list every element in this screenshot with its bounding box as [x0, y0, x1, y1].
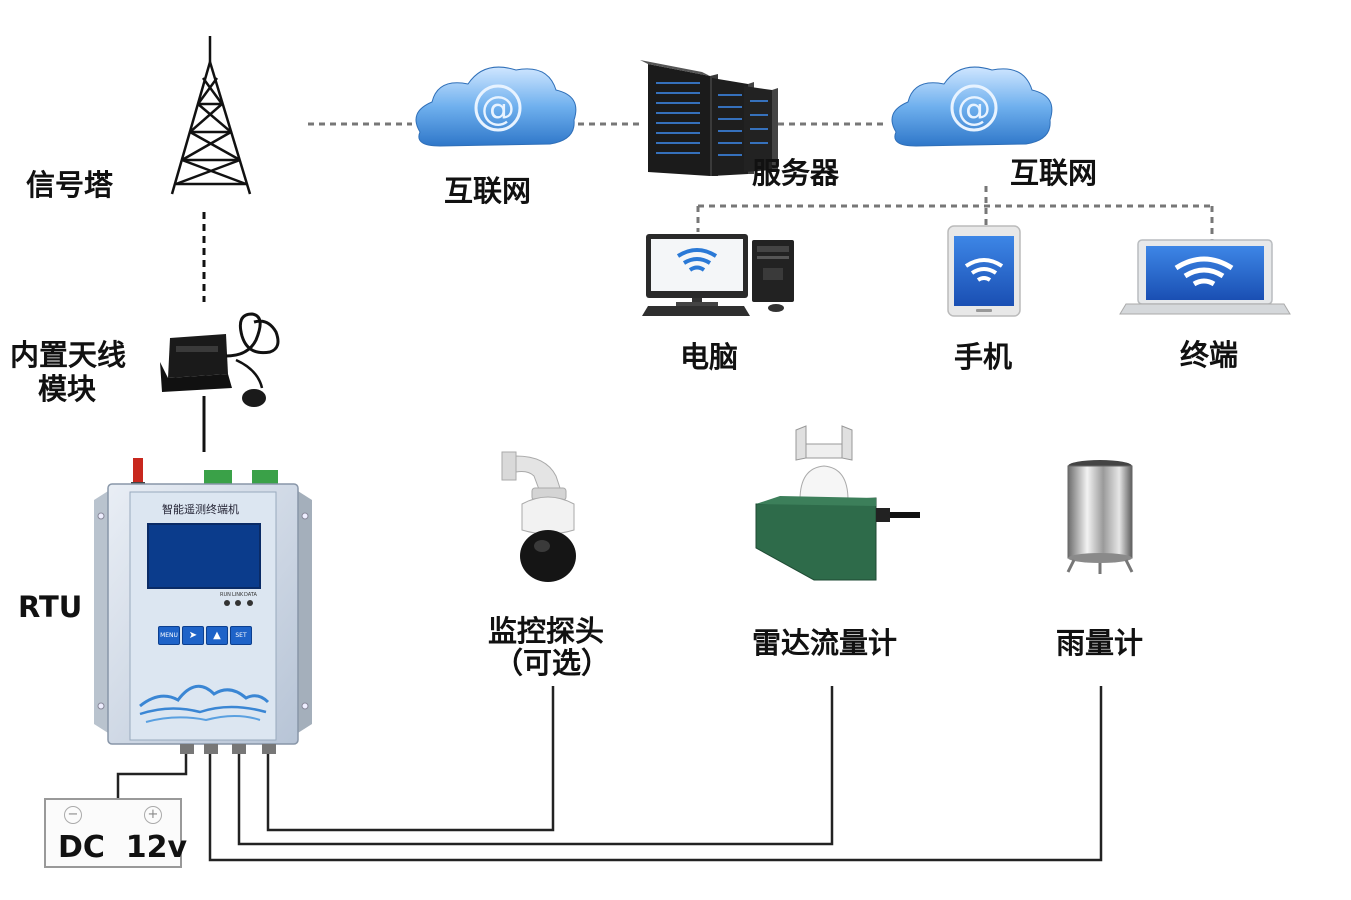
- dashed-link-cloud-devices: [696, 186, 1214, 240]
- cloud-right-icon: @: [891, 66, 1053, 147]
- internet-right-label: 互联网: [1010, 156, 1098, 190]
- antenna-module-label-line1: 内置天线: [10, 338, 127, 372]
- svg-text:@: @: [957, 89, 991, 129]
- positive-terminal-icon: +: [144, 806, 162, 824]
- rtu-led-data-label: DATA: [244, 592, 257, 598]
- camera-label-line2: （可选）: [494, 646, 611, 680]
- terminal-icon: [1119, 239, 1291, 315]
- radar-flowmeter-label: 雷达流量计: [752, 626, 898, 660]
- internet-left-label: 互联网: [444, 174, 532, 208]
- negative-terminal-icon: −: [64, 806, 82, 824]
- line-rtu-raingauge: [208, 686, 1103, 862]
- line-rtu-radar: [237, 686, 834, 846]
- signal-tower-icon: [170, 36, 252, 195]
- rtu-up-arrow-button: ▲: [206, 626, 228, 645]
- dc-power-box: − + DC 12v: [44, 798, 187, 868]
- signal-tower-label: 信号塔: [26, 168, 114, 202]
- rtu-led-run-label: RUN: [220, 592, 231, 598]
- rtu-device-icon: [94, 458, 312, 754]
- rain-gauge-label: 雨量计: [1056, 626, 1144, 660]
- computer-icon: [642, 234, 794, 316]
- rtu-device-title: 智能遥测终端机: [162, 503, 239, 516]
- rain-gauge-icon: [1066, 460, 1134, 574]
- server-label: 服务器: [752, 156, 840, 190]
- camera-icon: [501, 451, 576, 582]
- rtu-label: RTU: [18, 590, 83, 624]
- rtu-led-link-label: LINK: [232, 592, 244, 598]
- rtu-menu-button: MENU: [158, 626, 180, 645]
- radar-flowmeter-icon: [755, 425, 920, 581]
- rtu-right-arrow-button: ➤: [182, 626, 204, 645]
- computer-label: 电脑: [680, 340, 739, 374]
- dc-power-label: DC 12v: [58, 830, 188, 865]
- phone-label: 手机: [954, 340, 1013, 374]
- cloud-left-icon: @: [415, 66, 577, 147]
- phone-icon: [947, 225, 1021, 317]
- rtu-set-button: SET: [230, 626, 252, 645]
- antenna-module-label-line2: 模块: [38, 372, 97, 406]
- antenna-module-icon: [160, 312, 280, 407]
- server-icon: [640, 60, 778, 176]
- svg-text:@: @: [481, 89, 515, 129]
- line-rtu-camera: [266, 686, 555, 832]
- line-rtu-power: [116, 752, 188, 798]
- terminal-label: 终端: [1180, 338, 1239, 372]
- camera-label-line1: 监控探头: [488, 614, 605, 648]
